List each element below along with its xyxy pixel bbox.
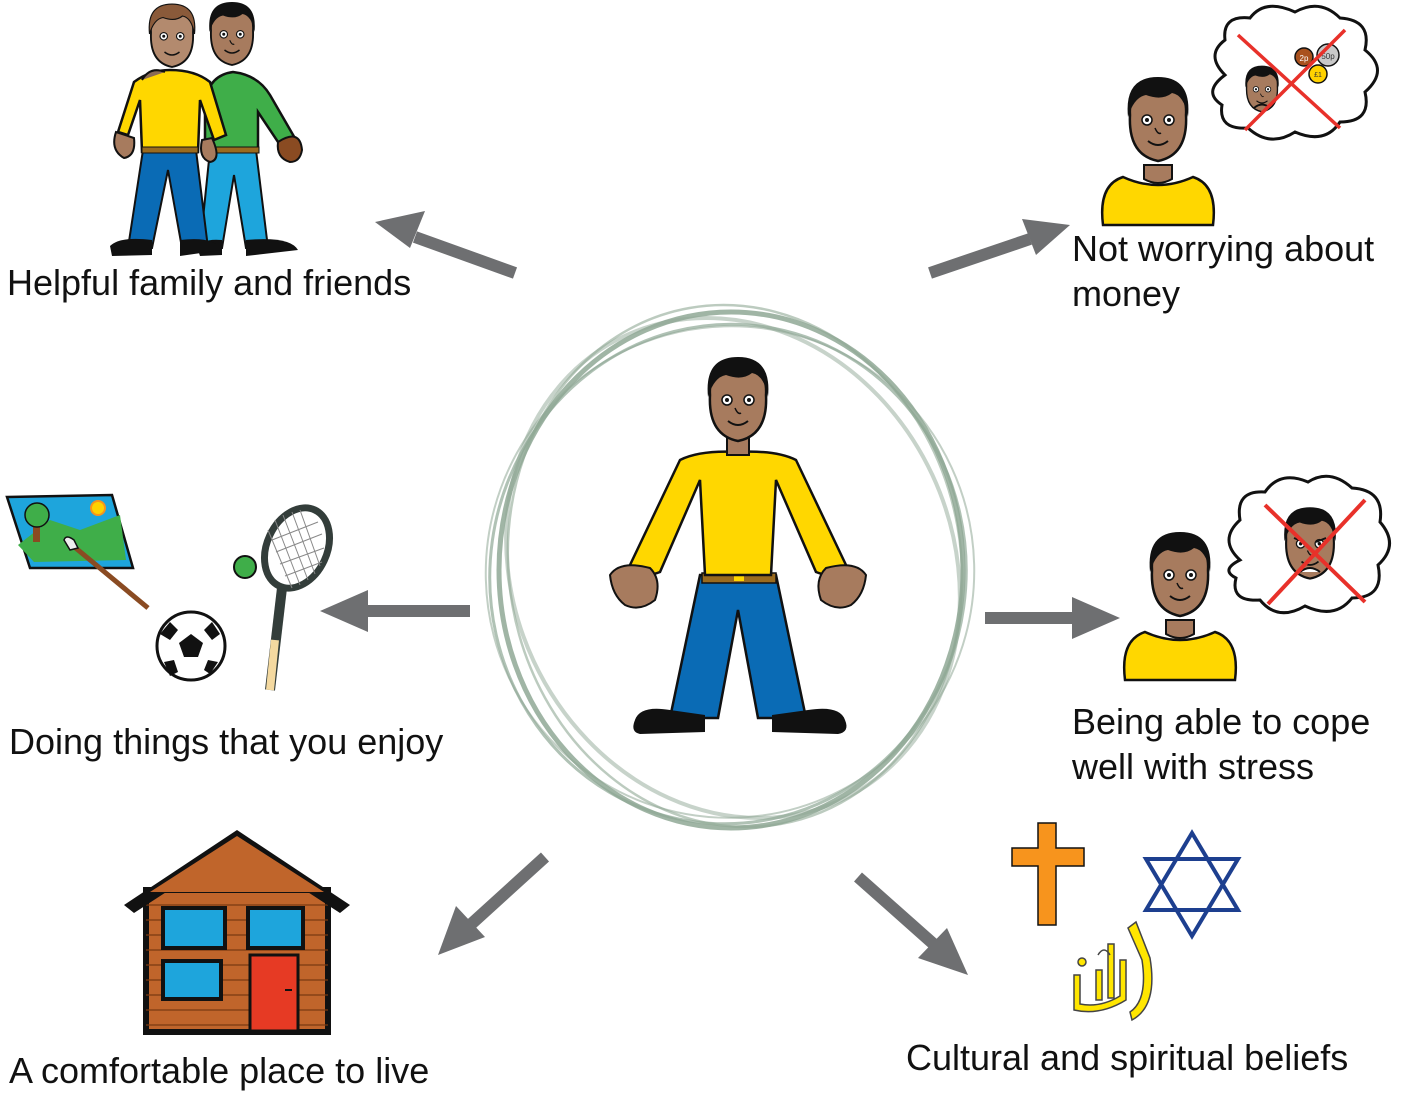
coin-2p-icon xyxy=(1294,47,1314,67)
hobbies-icon xyxy=(5,493,333,691)
label-beliefs: Cultural and spiritual beliefs xyxy=(906,1037,1349,1078)
friend-yellow xyxy=(110,3,228,256)
coin-50p-icon xyxy=(1316,43,1340,67)
tennis-racket-icon xyxy=(233,504,333,691)
football-icon xyxy=(155,610,227,682)
coin-50p-label: 50p xyxy=(1321,52,1335,61)
label-stress-line1: Being able to cope xyxy=(1072,701,1371,742)
coin-pound-icon xyxy=(1308,64,1328,84)
no-money-worry-icon: 2p 50p £1 xyxy=(1102,4,1379,225)
label-enjoy: Doing things that you enjoy xyxy=(9,721,444,762)
coin-pound-label: £1 xyxy=(1314,72,1322,79)
center-ring xyxy=(484,303,976,831)
label-money-line2: money xyxy=(1072,273,1181,314)
arrow-to-home xyxy=(438,852,550,955)
religious-symbols-icon xyxy=(1011,822,1242,1022)
no-stress-icon xyxy=(1124,474,1391,680)
star-of-david-icon xyxy=(1142,829,1242,940)
stress-thought-cloud xyxy=(1227,474,1391,615)
arrow-to-beliefs xyxy=(854,872,968,975)
label-home: A comfortable place to live xyxy=(9,1050,430,1091)
label-stress-line2: well with stress xyxy=(1072,746,1315,787)
painting-icon xyxy=(5,493,150,610)
arrow-to-enjoy xyxy=(320,590,470,632)
arrow-to-family xyxy=(375,211,518,279)
cross-icon xyxy=(1011,822,1085,926)
label-money-line1: Not worrying about xyxy=(1072,228,1375,269)
allah-calligraphy-icon xyxy=(1073,920,1153,1022)
coin-2p-label: 2p xyxy=(1300,54,1309,63)
arrow-to-stress xyxy=(985,597,1120,639)
family-friends-icon xyxy=(110,1,304,256)
house-icon xyxy=(124,830,350,1035)
person-standing-icon xyxy=(608,355,868,734)
label-family: Helpful family and friends xyxy=(7,262,412,303)
thought-cloud: 2p 50p £1 xyxy=(1211,4,1379,141)
arrows xyxy=(320,211,1120,975)
arrow-to-money xyxy=(928,219,1070,279)
